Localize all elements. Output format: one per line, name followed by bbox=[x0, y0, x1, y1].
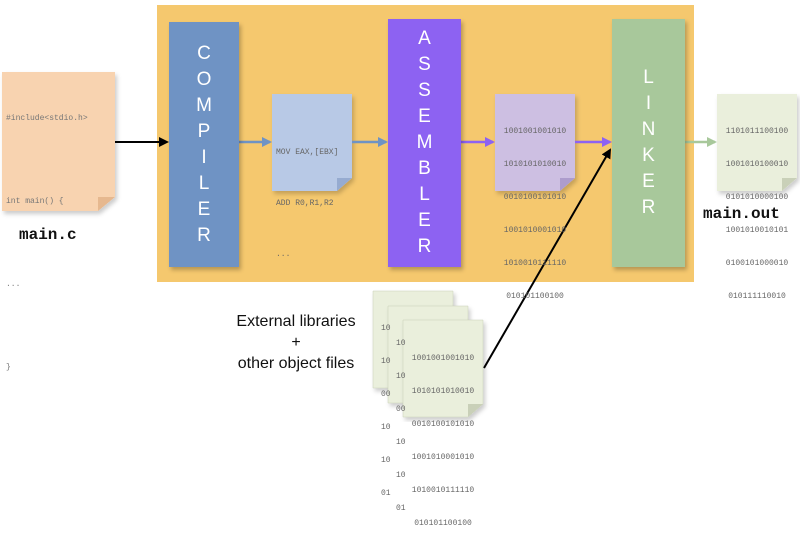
external-front-code-line: 1001010001010 bbox=[411, 453, 475, 462]
assembler-letter: R bbox=[417, 236, 432, 257]
assembler-letter: S bbox=[418, 80, 431, 101]
output-code: 1101011100100 1001010100010 010101000010… bbox=[722, 104, 792, 313]
external-back-code-line: 10 bbox=[381, 357, 391, 366]
assembly-code-line: MOV EAX,[EBX] bbox=[276, 148, 339, 157]
assembler-letter: L bbox=[419, 184, 430, 205]
external-document-front-fold bbox=[468, 404, 483, 417]
external-front-code-line: 0010100101010 bbox=[411, 420, 475, 429]
external-back-code-line: 10 bbox=[381, 423, 391, 432]
linker-letter: E bbox=[642, 171, 655, 192]
linker-letter: L bbox=[643, 67, 654, 88]
output-code-line: 0100101000010 bbox=[725, 259, 789, 268]
external-front-code-line: 1010010111110 bbox=[411, 486, 475, 495]
source-filename: main.c bbox=[19, 226, 77, 244]
external-middle-code-line: 00 bbox=[396, 405, 406, 414]
object-code-line: 1010101010010 bbox=[503, 160, 567, 169]
external-libraries-label: External libraries + other object files bbox=[190, 311, 402, 374]
assembler-letter: B bbox=[418, 158, 431, 179]
output-document bbox=[717, 94, 797, 191]
source-document bbox=[2, 72, 115, 211]
compiler-letter: I bbox=[201, 146, 207, 168]
source-code-line: ... bbox=[6, 280, 21, 289]
assembler-letter: E bbox=[418, 210, 431, 231]
output-document-fold bbox=[782, 178, 797, 191]
compiler-letter: E bbox=[197, 198, 211, 220]
external-back-code-line: 00 bbox=[381, 390, 391, 399]
external-middle-code-line: 10 bbox=[396, 339, 406, 348]
external-back-code-line: 01 bbox=[381, 489, 391, 498]
external-back-code-line: 10 bbox=[381, 456, 391, 465]
compiler-letter: M bbox=[196, 94, 212, 116]
linker-letter: K bbox=[642, 145, 655, 166]
assembly-code-line: ... bbox=[276, 250, 291, 259]
external-middle-code-line: 01 bbox=[396, 504, 406, 513]
external-middle-code-line: 10 bbox=[396, 372, 406, 381]
external-middle-code-line: 10 bbox=[396, 471, 406, 480]
source-code-line: } bbox=[6, 363, 11, 372]
output-filename: main.out bbox=[703, 205, 780, 223]
assembly-code: MOV EAX,[EBX] ADD R0,R1,R2 ... bbox=[276, 110, 338, 280]
external-front-code-line: 010101100100 bbox=[414, 519, 472, 528]
compiler-letter: P bbox=[197, 120, 211, 142]
compiler-letter: L bbox=[198, 172, 210, 194]
external-label-line: External libraries bbox=[236, 313, 356, 330]
compiler-letter: R bbox=[197, 224, 211, 246]
object-code-line: 1010010111110 bbox=[503, 259, 567, 268]
linker-letter: I bbox=[645, 93, 652, 114]
external-front-code-line: 1001001001010 bbox=[411, 354, 475, 363]
external-front-code: 1001001001010 1010101010010 001010010101… bbox=[408, 331, 478, 540]
assembly-document bbox=[272, 94, 352, 191]
arrow-external-to-linker bbox=[483, 148, 612, 369]
assembly-code-line: ADD R0,R1,R2 bbox=[276, 199, 334, 208]
object-code: 1001001001010 1010101010010 001010010101… bbox=[500, 104, 570, 313]
output-code-line: 1101011100100 bbox=[725, 127, 789, 136]
source-code: #include<stdio.h> int main() { ... } bbox=[6, 81, 88, 390]
object-code-line: 1001010001010 bbox=[503, 226, 567, 235]
linker-letter: R bbox=[641, 197, 656, 218]
object-code-line: 0010100101010 bbox=[503, 193, 567, 202]
object-code-line: 1001001001010 bbox=[503, 127, 567, 136]
external-front-code-line: 1010101010010 bbox=[411, 387, 475, 396]
compiler-stage: C O M P I L E R bbox=[169, 22, 239, 267]
object-document-fold bbox=[560, 178, 575, 191]
output-code-line: 1001010100010 bbox=[725, 160, 789, 169]
output-code-line: 1001010010101 bbox=[725, 226, 789, 235]
external-middle-code-line: 10 bbox=[396, 438, 406, 447]
source-code-line: int main() { bbox=[6, 197, 64, 206]
output-code-line: 010111110010 bbox=[728, 292, 786, 301]
compiler-letter: O bbox=[196, 68, 212, 90]
assembler-letter: S bbox=[418, 54, 431, 75]
assembler-letter: E bbox=[418, 106, 431, 127]
linker-letter: N bbox=[641, 119, 656, 140]
output-code-line: 0101010000100 bbox=[725, 193, 789, 202]
linker-stage: L I N K E R bbox=[612, 19, 685, 267]
assembly-document-fold bbox=[337, 178, 352, 191]
external-label-line: other object files bbox=[237, 355, 355, 372]
assembler-letter: M bbox=[416, 132, 433, 153]
object-document bbox=[495, 94, 575, 191]
external-back-code-line: 10 bbox=[381, 324, 391, 333]
diagram-canvas bbox=[2, 72, 797, 418]
compiler-letter: C bbox=[197, 42, 211, 64]
assembler-stage: A S S E M B L E R bbox=[388, 19, 461, 267]
source-document-fold bbox=[98, 197, 115, 211]
external-label-line: + bbox=[291, 334, 301, 351]
object-code-line: 010101100100 bbox=[506, 292, 564, 301]
source-code-line: #include<stdio.h> bbox=[6, 114, 88, 123]
assembler-letter: A bbox=[418, 28, 431, 49]
